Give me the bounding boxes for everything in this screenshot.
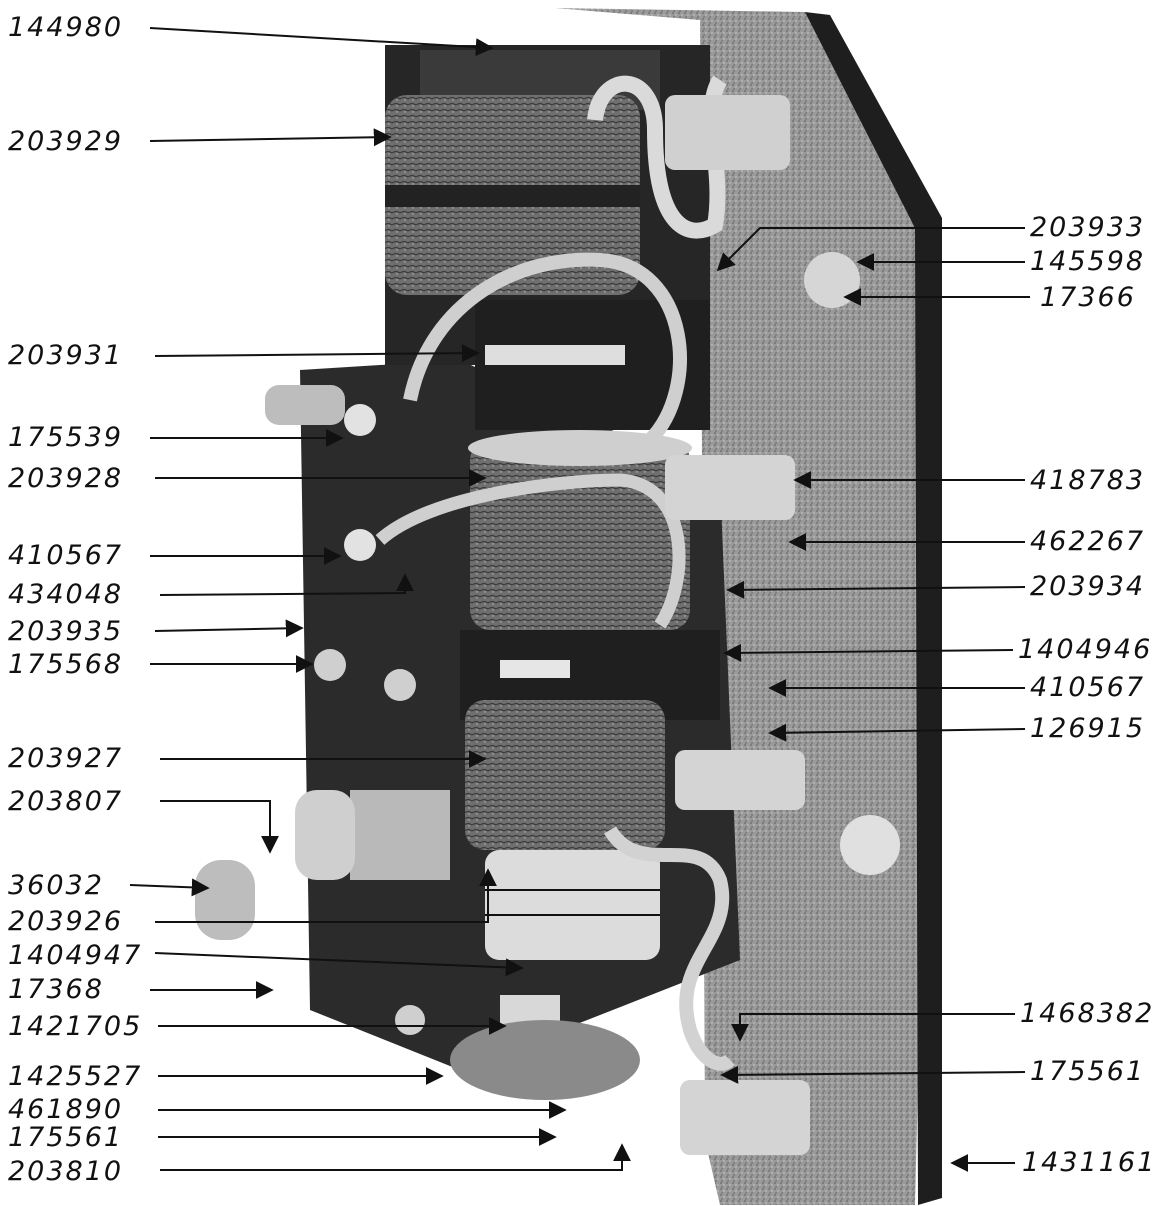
label-1431161: 1431161 [1022,1147,1156,1178]
middle-wire [403,252,687,445]
label-203934: 203934 [1030,571,1145,602]
middle-coil-top [468,430,692,466]
label-461890: 461890 [8,1094,123,1125]
label-203810: 203810 [8,1156,123,1187]
right-callouts: 203933 145598 17366 418783 462267 203934… [716,212,1156,1178]
label-203935: 203935 [8,616,123,647]
middle-coil [470,440,690,630]
dashpot-body [485,850,660,960]
middle-plate-light [485,345,625,365]
label-145598: 145598 [1030,246,1145,277]
insulator-left [265,385,345,425]
relay-assembly-illustration [195,8,942,1205]
label-1404947: 1404947 [8,940,142,971]
label-144980: 144980 [8,12,123,43]
label-1421705: 1421705 [8,1011,142,1042]
clip-top [665,95,790,170]
label-418783: 418783 [1030,465,1145,496]
label-203807: 203807 [8,786,123,817]
label-462267: 462267 [1030,526,1145,557]
lower-coil [465,700,665,850]
label-203928: 203928 [8,463,123,494]
label-203927: 203927 [8,743,123,774]
label-17366: 17366 [1040,282,1136,313]
label-410567-left: 410567 [8,540,123,571]
armature-arm [295,790,355,880]
label-1425527: 1425527 [8,1061,142,1092]
lower-wire [604,825,735,1071]
label-203933: 203933 [1030,212,1145,243]
screw-frame-2 [384,669,416,701]
panel-edge [805,12,942,1205]
label-203931: 203931 [8,340,123,371]
label-1468382: 1468382 [1020,998,1154,1029]
screw-right-lower [840,815,900,875]
label-175561-right: 175561 [1030,1056,1145,1087]
label-203926: 203926 [8,906,123,937]
label-434048: 434048 [8,579,123,610]
label-203929: 203929 [8,126,123,157]
clip-bottom [680,1080,810,1155]
left-callouts: 144980 203929 203931 175539 203928 41056… [8,12,631,1187]
terminal-left-1 [344,404,376,436]
screw-frame-3 [395,1005,425,1035]
label-126915: 126915 [1030,713,1145,744]
label-175561-left: 175561 [8,1122,123,1153]
clip-upper-right [665,455,795,520]
label-175539: 175539 [8,422,123,453]
dashpot-base [450,1020,640,1100]
clip-lower-right [675,750,805,810]
hinge-tube [195,860,255,940]
label-1404946: 1404946 [1018,634,1152,665]
terminal-left-2 [344,529,376,561]
screw-right-upper [804,252,860,308]
label-17368: 17368 [8,974,104,1005]
label-36032: 36032 [8,870,104,901]
label-410567-right: 410567 [1030,672,1145,703]
upper-coil-band [385,185,640,207]
mounting-panel [555,8,940,1205]
middle-wire-2 [375,473,686,629]
screw-frame-1 [314,649,346,681]
lower-plate-light [500,660,570,678]
hinge-block [350,790,450,880]
label-175568: 175568 [8,649,123,680]
